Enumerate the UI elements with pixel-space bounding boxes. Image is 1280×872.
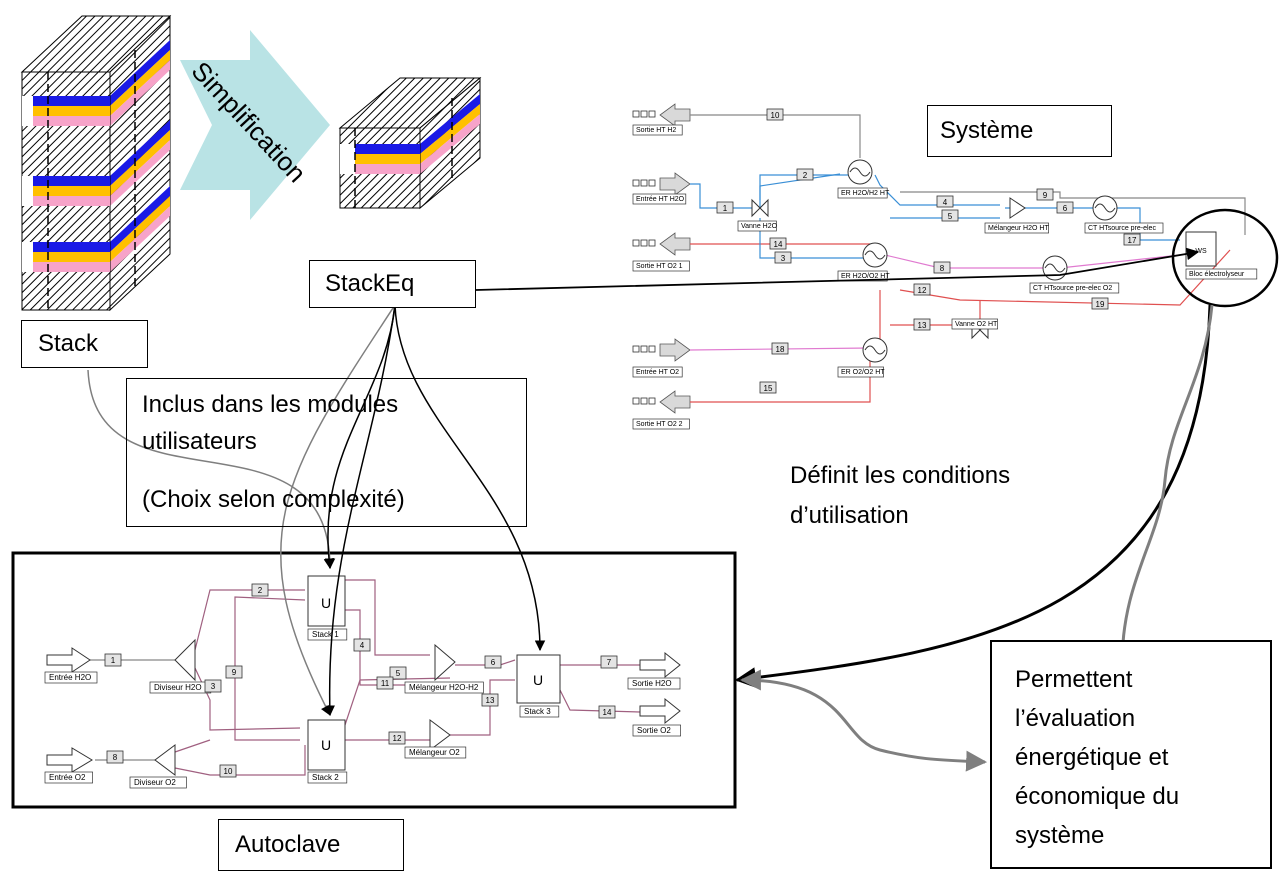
- stackeq-block: [338, 76, 482, 210]
- electrolyzer-highlight-ellipse: [1171, 208, 1279, 308]
- system-stream-number: 12: [918, 286, 927, 295]
- permettent-line-1: Permettent: [1015, 666, 1133, 693]
- ws-label: WS: [1195, 248, 1207, 255]
- inclus-line-3: (Choix selon complexité): [142, 486, 405, 513]
- system-node-label: Sortie HT O2 2: [636, 421, 683, 428]
- autoclave-stream-number: 5: [396, 669, 401, 678]
- system-node-label: Vanne O2 HT: [955, 321, 998, 328]
- system-stream-number: 4: [943, 198, 948, 207]
- system-stream-number: 8: [940, 264, 945, 273]
- system-stream-number: 15: [764, 384, 773, 393]
- autoclave-stream-number: 10: [224, 767, 233, 776]
- system-node-label: Sortie HT H2: [636, 127, 676, 134]
- system-stream-number: 6: [1063, 204, 1068, 213]
- system-node-label: Vanne H2O: [741, 223, 778, 230]
- system-node-label: ER H2O/O2 HT: [841, 273, 890, 280]
- autoclave-node-label: Stack 3: [524, 707, 551, 716]
- autoclave-stream-number: 2: [258, 586, 263, 595]
- autoclave-stream-number: 14: [603, 708, 612, 717]
- definit-line-2: d’utilisation: [790, 502, 909, 529]
- autoclave-node-label: Stack 2: [312, 773, 339, 782]
- permettent-line-4: économique du: [1015, 783, 1180, 810]
- stack-label-box: Stack: [21, 320, 148, 368]
- autoclave-stream-number: 3: [211, 682, 216, 691]
- system-stream-number: 1: [723, 204, 728, 213]
- autoclave-stream-number: 8: [113, 753, 118, 762]
- system-node-label: Mélangeur H2O HT: [988, 225, 1049, 232]
- system-stream-number: 13: [918, 321, 927, 330]
- systeme-label-box: Système: [927, 105, 1112, 157]
- system-stream-number: 3: [781, 254, 786, 263]
- autoclave-stream-number: 12: [393, 734, 402, 743]
- simplification-arrow: Simplification: [180, 30, 330, 220]
- system-node-label: CT HTsource pre-elec: [1088, 225, 1156, 232]
- stack3-u-label: U: [533, 672, 543, 688]
- inclus-textbox: Inclus dans les modules utilisateurs (Ch…: [126, 378, 527, 527]
- stack1-u-label: U: [321, 595, 331, 611]
- permettent-line-5: système: [1015, 822, 1105, 849]
- permettent-box: Permettent l’évaluation énergétique et é…: [990, 640, 1272, 869]
- autoclave-node-label: Entrée H2O: [49, 673, 91, 682]
- autoclave-stream-number: 6: [491, 658, 496, 667]
- stack-label: Stack: [38, 330, 99, 357]
- inclus-line-2: utilisateurs: [142, 428, 257, 455]
- system-node-label: Entrée HT H2O: [636, 196, 685, 203]
- system-node-label: CT HTsource pre-elec O2: [1033, 285, 1112, 292]
- autoclave-stream-number: 11: [381, 679, 390, 688]
- system-node-label: ER H2O/H2 HT: [841, 190, 890, 197]
- connector-curves: [87, 304, 1214, 772]
- system-stream-number: 19: [1096, 300, 1105, 309]
- permettent-line-2: l’évaluation: [1015, 705, 1136, 732]
- stackeq-to-system-arrow: [475, 247, 1200, 291]
- system-node-label: ER O2/O2 HT: [841, 369, 885, 376]
- autoclave-stream-number: 7: [607, 658, 612, 667]
- stack-block: [20, 14, 172, 312]
- definit-line-1: Définit les conditions: [790, 462, 1011, 489]
- autoclave-stream-number: 13: [486, 696, 495, 705]
- system-stream-number: 14: [774, 240, 783, 249]
- inclus-line-1: Inclus dans les modules: [142, 391, 399, 418]
- system-stream-number: 10: [771, 111, 780, 120]
- system-stream-number: 18: [776, 345, 785, 354]
- system-stream-number: 17: [1128, 236, 1137, 245]
- autoclave-node-label: Diviseur H2O: [154, 683, 202, 692]
- autoclave-diagram: U U U Entrée H2O Diviseur H2O Stack 1 Mélan…: [11, 551, 737, 809]
- autoclave-node-label: Sortie H2O: [632, 679, 672, 688]
- system-node-label: Bloc électrolyseur: [1189, 271, 1245, 278]
- system-stream-number: 9: [1043, 191, 1048, 200]
- autoclave-node-label: Stack 1: [312, 630, 339, 639]
- autoclave-node-label: Mélangeur O2: [409, 748, 460, 757]
- autoclave-label: Autoclave: [235, 831, 341, 858]
- system-node-label: Entrée HT O2: [636, 369, 679, 376]
- stack2-u-label: U: [321, 737, 331, 753]
- autoclave-stream-number: 1: [111, 656, 116, 665]
- autoclave-node-label: Mélangeur H2O-H2: [409, 683, 479, 692]
- autoclave-stream-number: 4: [360, 641, 365, 650]
- autoclave-node-label: Sortie O2: [637, 726, 671, 735]
- stackeq-label-box: StackEq: [309, 260, 476, 308]
- system-stream-number: 2: [803, 171, 808, 180]
- stackeq-label: StackEq: [325, 270, 415, 297]
- autoclave-label-box: Autoclave: [218, 819, 404, 871]
- system-node-label: Sortie HT O2 1: [636, 263, 683, 270]
- systeme-diagram: WS Sortie HT H2 Entrée HT H2O Sortie HT O2…: [632, 103, 1258, 430]
- autoclave-node-label: Entrée O2: [49, 773, 86, 782]
- system-stream-number: 5: [948, 212, 953, 221]
- systeme-label: Système: [940, 117, 1034, 144]
- autoclave-stream-number: 9: [232, 668, 237, 677]
- autoclave-node-label: Diviseur O2: [134, 778, 176, 787]
- permettent-line-3: énergétique et: [1015, 744, 1169, 771]
